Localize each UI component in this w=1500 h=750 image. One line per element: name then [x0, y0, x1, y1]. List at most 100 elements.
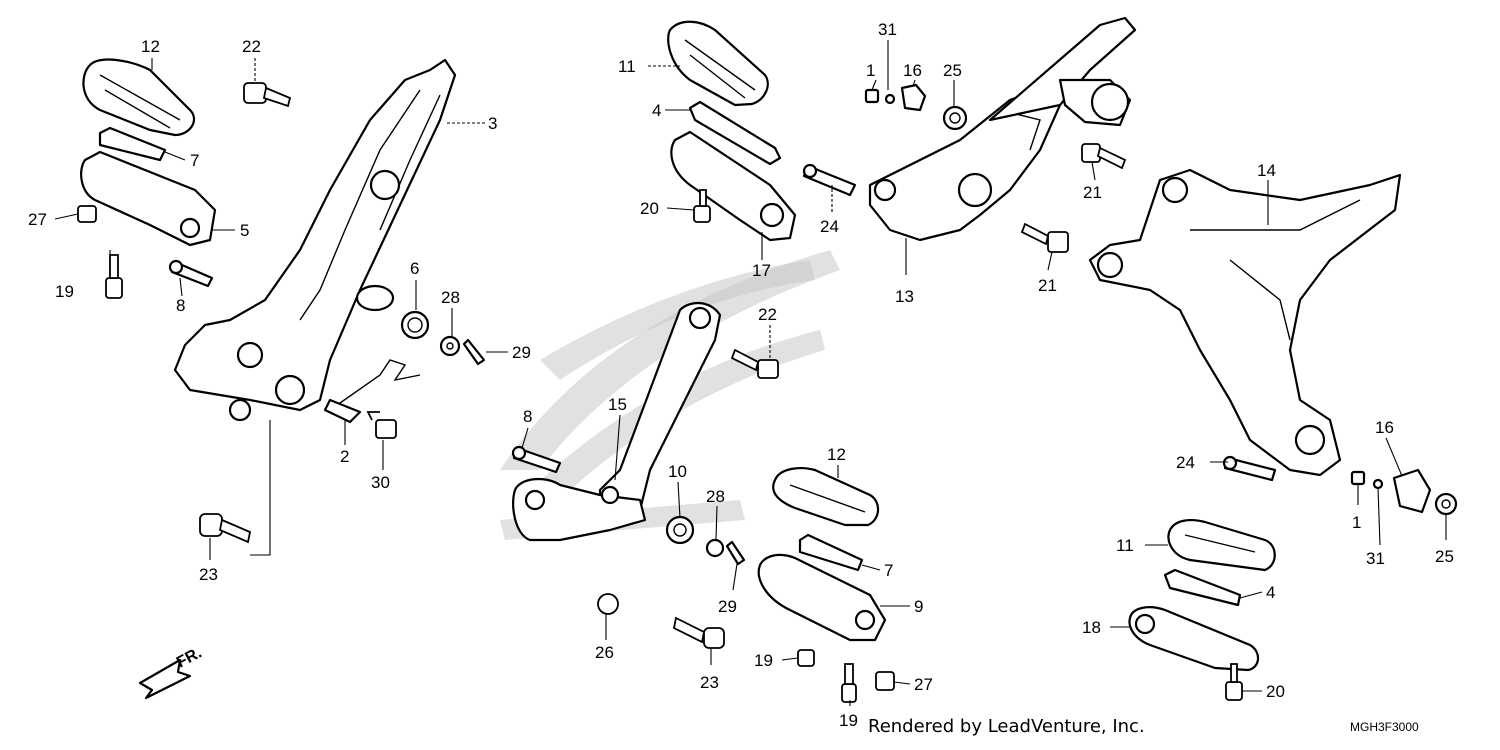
- callout-8-left: 8: [176, 296, 185, 315]
- callout-26: 26: [595, 643, 614, 662]
- left-step-holder-3: [173, 58, 457, 422]
- bracket-13: [868, 83, 1062, 242]
- callout-19-mid: 19: [754, 651, 773, 670]
- ring-31a: [884, 93, 896, 105]
- cover-16a: [900, 83, 927, 112]
- spring-rod-2: [323, 359, 421, 424]
- spring-10: [665, 515, 695, 545]
- callout-1-top: 1: [866, 61, 875, 80]
- callout-21-upper: 21: [1083, 183, 1102, 202]
- diagram-code: MGH3F3000: [1350, 720, 1419, 734]
- callout-22-mid: 22: [758, 305, 777, 324]
- mid-footpeg-rubber-12: [772, 467, 880, 527]
- callout-11-mid: 11: [618, 57, 636, 76]
- callout-6: 6: [410, 259, 419, 278]
- callout-8-mid: 8: [523, 407, 532, 426]
- callout-22-left: 22: [242, 37, 261, 56]
- bolt-30: [366, 411, 397, 439]
- callout-20-right: 20: [1266, 682, 1285, 701]
- callout-4-right: 4: [1266, 583, 1275, 602]
- spring-1a: [864, 88, 880, 104]
- callout-28-left: 28: [441, 288, 460, 307]
- bolt-21b: [1020, 222, 1069, 253]
- upper-bracket: [988, 16, 1137, 127]
- callout-24-right: 24: [1176, 453, 1195, 472]
- callout-31-right: 31: [1366, 549, 1385, 568]
- left-bolt-27: [77, 205, 97, 223]
- bolt-19b: [797, 649, 815, 667]
- spring-1b: [1350, 470, 1366, 486]
- right-footpeg-plate-4: [1163, 568, 1242, 607]
- front-direction-arrow: [138, 658, 192, 700]
- callout-23-mid: 23: [700, 673, 719, 692]
- callout-10: 10: [668, 462, 687, 481]
- bolt-27b: [875, 671, 895, 691]
- bolt-23b: [672, 616, 725, 649]
- callout-16-right: 16: [1375, 418, 1394, 437]
- left-pin-8: [168, 259, 214, 288]
- callout-24-mid: 24: [820, 217, 839, 236]
- callout-19-bottom: 19: [839, 711, 858, 730]
- callout-4-mid: 4: [652, 101, 661, 120]
- washer-28a: [439, 335, 461, 357]
- cover-16b: [1392, 468, 1432, 514]
- callout-23-left: 23: [199, 565, 218, 584]
- bolt-19c: [841, 663, 857, 703]
- left-footpeg-plate-7: [98, 126, 167, 162]
- callout-9: 9: [914, 597, 923, 616]
- callout-27-left: 27: [28, 210, 47, 229]
- callout-25-right: 25: [1435, 547, 1454, 566]
- callout-12-left: 12: [141, 37, 160, 56]
- callout-15: 15: [608, 395, 627, 414]
- callout-20-mid: 20: [640, 199, 659, 218]
- callout-5: 5: [240, 221, 249, 240]
- callout-21-lower: 21: [1038, 276, 1057, 295]
- pin-8b: [511, 445, 562, 474]
- mid-bolt-20: [693, 189, 711, 223]
- render-credit: Rendered by LeadVenture, Inc.: [868, 716, 1145, 737]
- bolt-22b: [730, 348, 779, 379]
- callout-29-mid: 29: [718, 597, 737, 616]
- mid-footpeg-9: [757, 553, 887, 642]
- pin-29b: [725, 540, 746, 566]
- callout-16-top: 16: [903, 61, 922, 80]
- callout-13: 13: [895, 287, 914, 306]
- left-bolt-22: [243, 82, 292, 108]
- callout-27-mid: 27: [914, 675, 933, 694]
- callout-25-top: 25: [943, 61, 962, 80]
- left-bolt-23: [199, 513, 252, 544]
- right-step-holder-14: [1088, 168, 1402, 477]
- left-footpeg-5: [80, 150, 217, 247]
- nut-25a: [942, 105, 968, 131]
- callout-1-right: 1: [1352, 513, 1361, 532]
- callout-30: 30: [371, 473, 390, 492]
- pin-24a: [802, 163, 857, 197]
- callout-29-left: 29: [512, 343, 531, 362]
- mid-footpeg-plate-4: [688, 100, 782, 166]
- ring-31b: [1372, 478, 1384, 490]
- nut-25b: [1434, 492, 1458, 516]
- arm-15: [512, 302, 722, 542]
- callout-7-left: 7: [190, 151, 199, 170]
- callout-3: 3: [488, 114, 497, 133]
- right-footpeg-rubber-11: [1167, 519, 1276, 572]
- bolt-21a: [1081, 143, 1127, 170]
- right-footpeg-18: [1128, 606, 1260, 672]
- mid-footpeg-plate-7: [798, 533, 864, 572]
- callout-11-right: 11: [1116, 536, 1134, 555]
- callout-14: 14: [1257, 161, 1276, 180]
- pin-24b: [1222, 455, 1277, 482]
- callout-28-mid: 28: [706, 487, 725, 506]
- callout-labels: 12 22 3 7 27 5 19 8 6 28 29 2 30 23 11 4…: [28, 20, 1454, 730]
- mid-footpeg-rubber-11: [667, 20, 769, 107]
- bolt-26: [597, 593, 619, 615]
- left-footpeg-rubber-12: [82, 58, 196, 137]
- callout-2: 2: [340, 447, 349, 466]
- spring-6: [400, 310, 430, 340]
- callout-19-left: 19: [55, 282, 74, 301]
- callout-7-mid: 7: [884, 561, 893, 580]
- callout-31-top: 31: [878, 20, 897, 39]
- pin-29a: [462, 338, 486, 366]
- callout-12-mid: 12: [827, 445, 846, 464]
